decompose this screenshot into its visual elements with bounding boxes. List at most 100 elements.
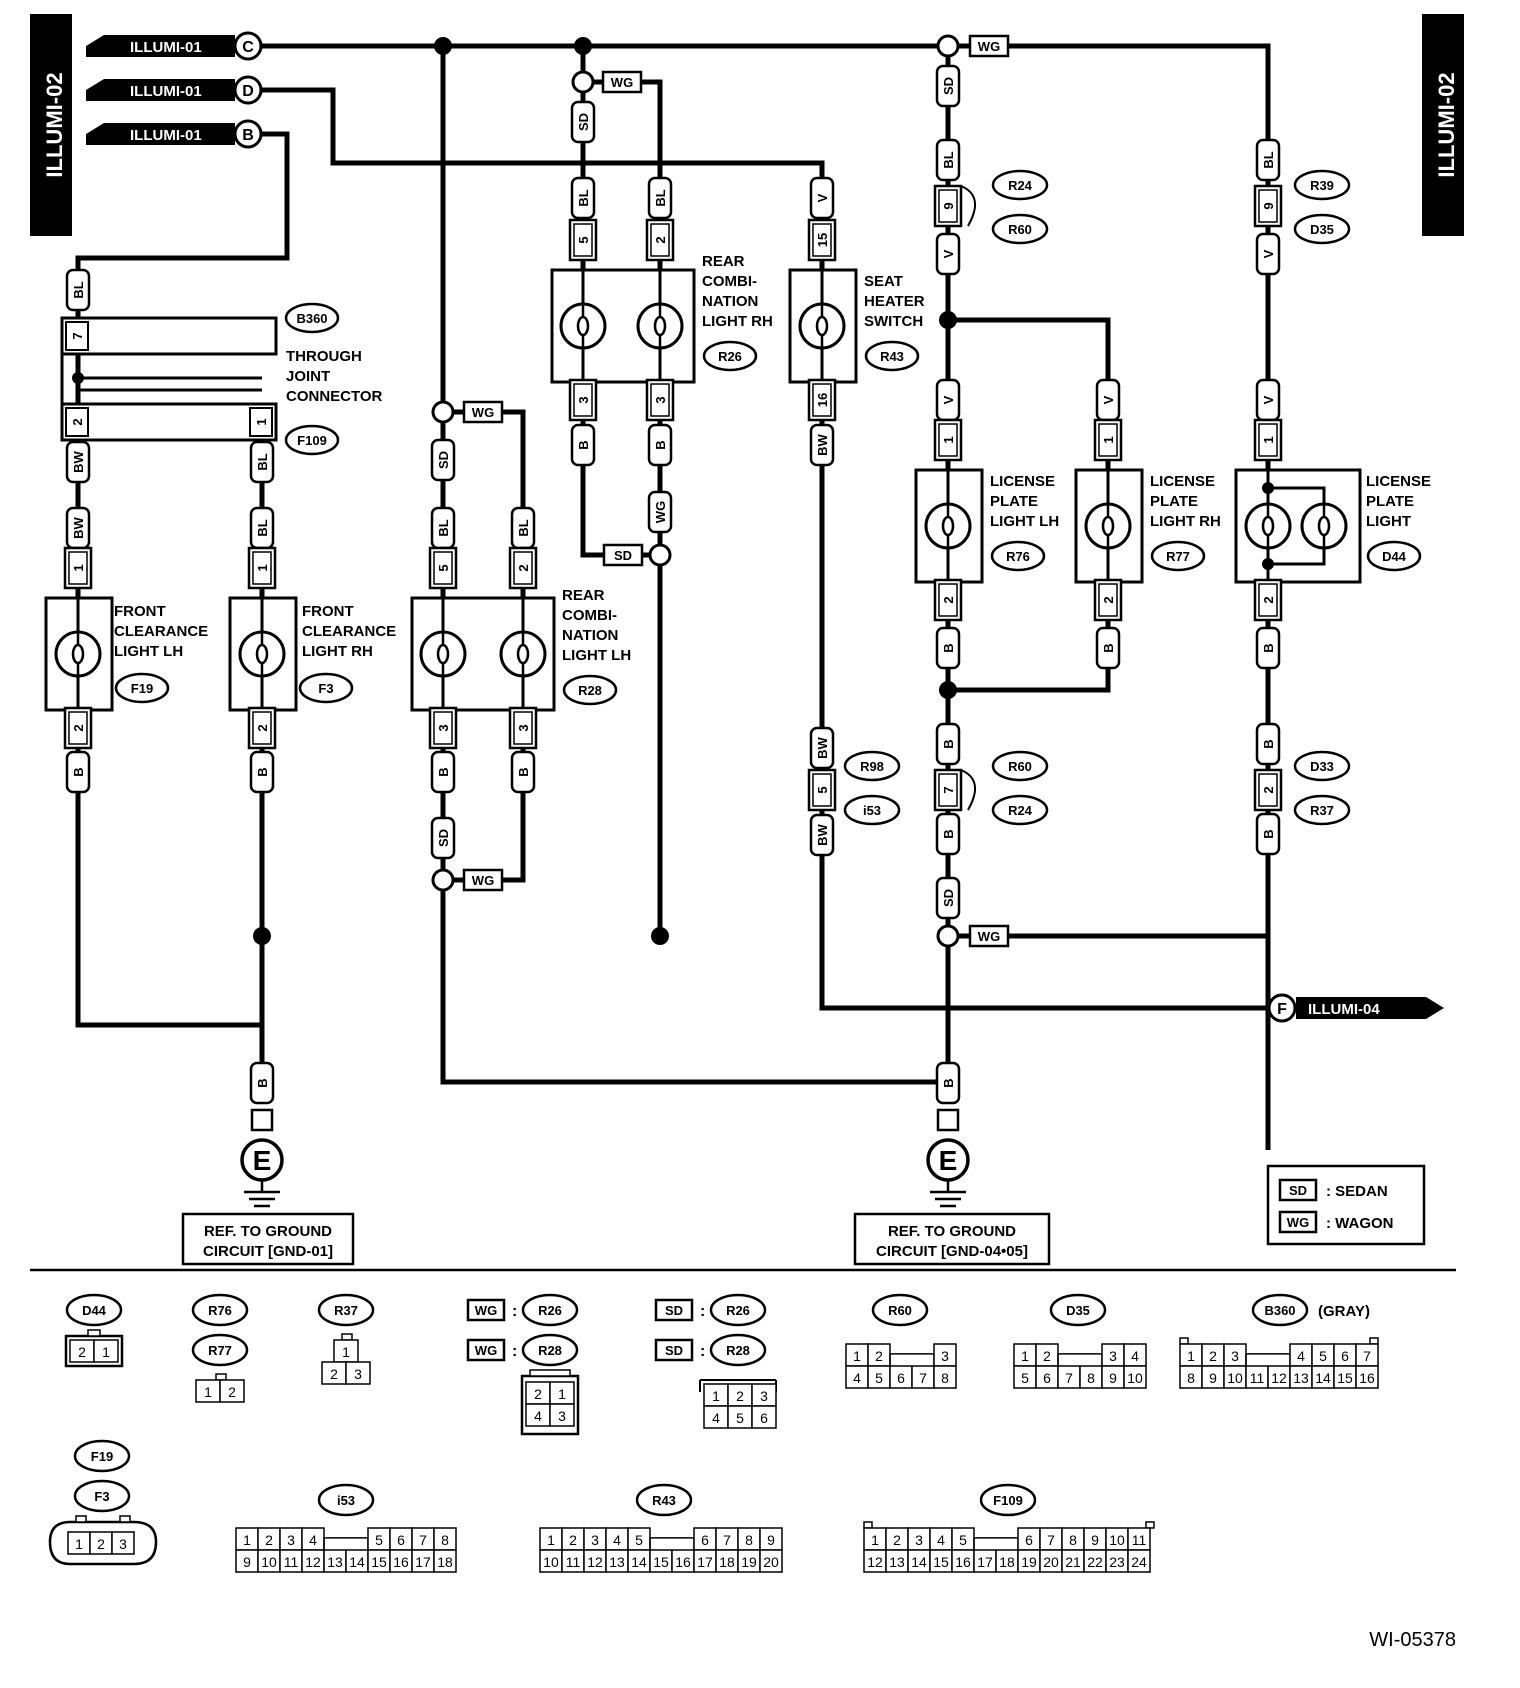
svg-text:R43: R43 — [880, 349, 904, 364]
splice-d33-r37: D33 R37 — [1293, 750, 1351, 826]
svg-text:24: 24 — [1131, 1554, 1147, 1570]
svg-text:R39: R39 — [1310, 178, 1334, 193]
svg-text:3: 3 — [591, 1532, 599, 1548]
svg-text:SD: SD — [436, 829, 451, 847]
svg-text:9: 9 — [1261, 202, 1276, 209]
svg-text:LICENSE: LICENSE — [1150, 473, 1215, 490]
wire-tag-wg-r26: WG — [601, 70, 643, 94]
svg-text:6: 6 — [397, 1532, 405, 1548]
svg-text:2: 2 — [569, 1532, 577, 1548]
svg-text:BW: BW — [815, 823, 830, 845]
svg-text:7: 7 — [919, 1370, 927, 1386]
svg-text:14: 14 — [1315, 1370, 1331, 1386]
svg-text:2: 2 — [1043, 1348, 1051, 1364]
wire-tag-v: V — [935, 378, 961, 422]
svg-text:ILLUMI-02: ILLUMI-02 — [42, 72, 67, 177]
splice-pin: 9 — [1253, 184, 1283, 228]
svg-text:18: 18 — [999, 1554, 1015, 1570]
svg-text:14: 14 — [911, 1554, 927, 1570]
svg-text:B: B — [1261, 643, 1276, 652]
ref-illumi-01-c: ILLUMI-01 C — [86, 31, 263, 61]
svg-text:R26: R26 — [726, 1303, 750, 1318]
svg-text:i53: i53 — [337, 1493, 355, 1508]
svg-text:1: 1 — [1187, 1348, 1195, 1364]
svg-text:SD: SD — [941, 889, 956, 907]
svg-text:SD: SD — [436, 451, 451, 469]
svg-text:2: 2 — [1261, 596, 1276, 603]
svg-text:SD: SD — [665, 1303, 683, 1318]
svg-text:3: 3 — [516, 724, 531, 731]
splice-nodes — [253, 34, 960, 948]
svg-text:WG: WG — [472, 405, 494, 420]
ref-illumi-01-d: ILLUMI-01 D — [86, 75, 263, 105]
svg-text:F3: F3 — [318, 681, 333, 696]
svg-text:9: 9 — [767, 1532, 775, 1548]
svg-text:4: 4 — [534, 1408, 542, 1424]
svg-text:9: 9 — [1209, 1370, 1217, 1386]
svg-text:2: 2 — [265, 1532, 273, 1548]
svg-text:V: V — [1261, 249, 1276, 258]
svg-text:WG: WG — [472, 873, 494, 888]
svg-text:2: 2 — [330, 1366, 338, 1382]
svg-text:2: 2 — [1209, 1348, 1217, 1364]
wire-tag-bw: BW — [65, 506, 91, 550]
svg-text:CONNECTOR: CONNECTOR — [286, 388, 383, 405]
svg-text:R77: R77 — [1166, 549, 1190, 564]
side-tag-right: ILLUMI-02 — [1422, 14, 1464, 236]
page-code: WI-05378 — [1369, 1629, 1456, 1651]
svg-text:R26: R26 — [538, 1303, 562, 1318]
svg-text:17: 17 — [697, 1554, 713, 1570]
svg-text:F19: F19 — [131, 681, 153, 696]
svg-text:V: V — [1261, 395, 1276, 404]
svg-text:D44: D44 — [1382, 549, 1407, 564]
svg-text:9: 9 — [1109, 1370, 1117, 1386]
svg-text:PLATE: PLATE — [990, 493, 1038, 510]
svg-text:D44: D44 — [82, 1303, 107, 1318]
svg-text:COMBI-: COMBI- — [562, 607, 617, 624]
svg-text:3: 3 — [576, 396, 591, 403]
wire-tag-bl: BL — [570, 176, 596, 220]
svg-text:3: 3 — [436, 724, 451, 731]
svg-text:5: 5 — [436, 564, 451, 571]
svg-text:BW: BW — [815, 433, 830, 455]
svg-text:2: 2 — [1101, 596, 1116, 603]
wire-tag-wg: WG — [647, 490, 673, 534]
svg-text::: : — [700, 1303, 705, 1320]
wire-tag-v: V — [1255, 232, 1281, 276]
splice-r98-i53: R98 i53 — [843, 750, 901, 826]
svg-text:6: 6 — [1043, 1370, 1051, 1386]
svg-text:7: 7 — [941, 786, 956, 793]
splice-labels: R24 R60 R39 D35 R98 i53 R60 R24 D33 R37 — [843, 169, 1351, 826]
splice-pin: 9 — [933, 184, 976, 228]
svg-text:CIRCUIT [GND-04•05]: CIRCUIT [GND-04•05] — [876, 1243, 1028, 1260]
wire-tag-b: B — [65, 750, 91, 794]
svg-text:5: 5 — [1319, 1348, 1327, 1364]
svg-text:16: 16 — [1359, 1370, 1375, 1386]
svg-text:16: 16 — [815, 393, 830, 407]
svg-text:2: 2 — [71, 724, 86, 731]
svg-text:1: 1 — [1021, 1348, 1029, 1364]
svg-text:4: 4 — [1131, 1348, 1139, 1364]
svg-text:WG: WG — [653, 501, 668, 523]
svg-text:WG: WG — [611, 75, 633, 90]
svg-text:(GRAY): (GRAY) — [1318, 1303, 1370, 1320]
svg-text:7: 7 — [419, 1532, 427, 1548]
svg-text:1: 1 — [558, 1386, 566, 1402]
svg-text:FRONT: FRONT — [302, 603, 354, 620]
svg-text:B: B — [1261, 829, 1276, 838]
svg-text:23: 23 — [1109, 1554, 1125, 1570]
svg-text:B: B — [941, 643, 956, 652]
svg-text:CLEARANCE: CLEARANCE — [302, 623, 396, 640]
svg-text:R43: R43 — [652, 1493, 676, 1508]
svg-text:R28: R28 — [726, 1343, 750, 1358]
svg-text:15: 15 — [371, 1554, 387, 1570]
svg-text:7: 7 — [1047, 1532, 1055, 1548]
